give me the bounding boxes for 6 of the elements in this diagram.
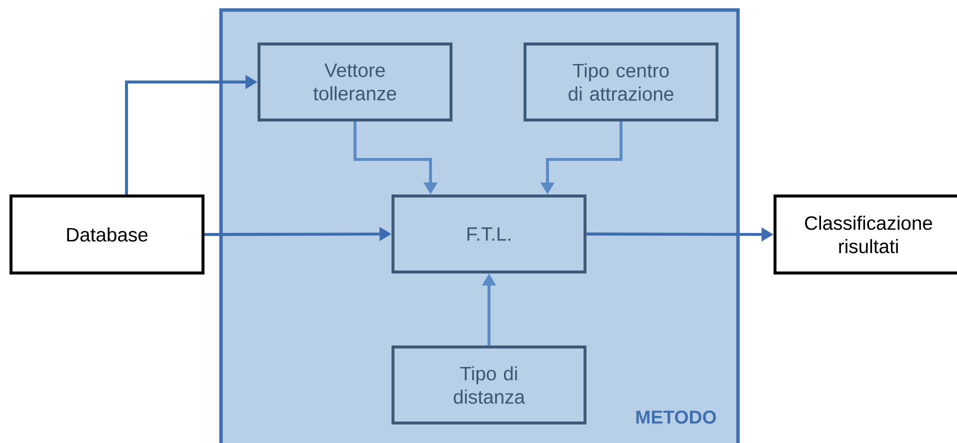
process-box: Database	[10, 194, 204, 274]
process-box: Vettore tolleranze	[258, 42, 452, 122]
process-box: Tipo di distanza	[392, 346, 586, 424]
process-box: F.T.L.	[392, 194, 586, 274]
process-box: Classificazione risultati	[774, 194, 957, 274]
process-box: Tipo centro di attrazione	[524, 42, 718, 122]
